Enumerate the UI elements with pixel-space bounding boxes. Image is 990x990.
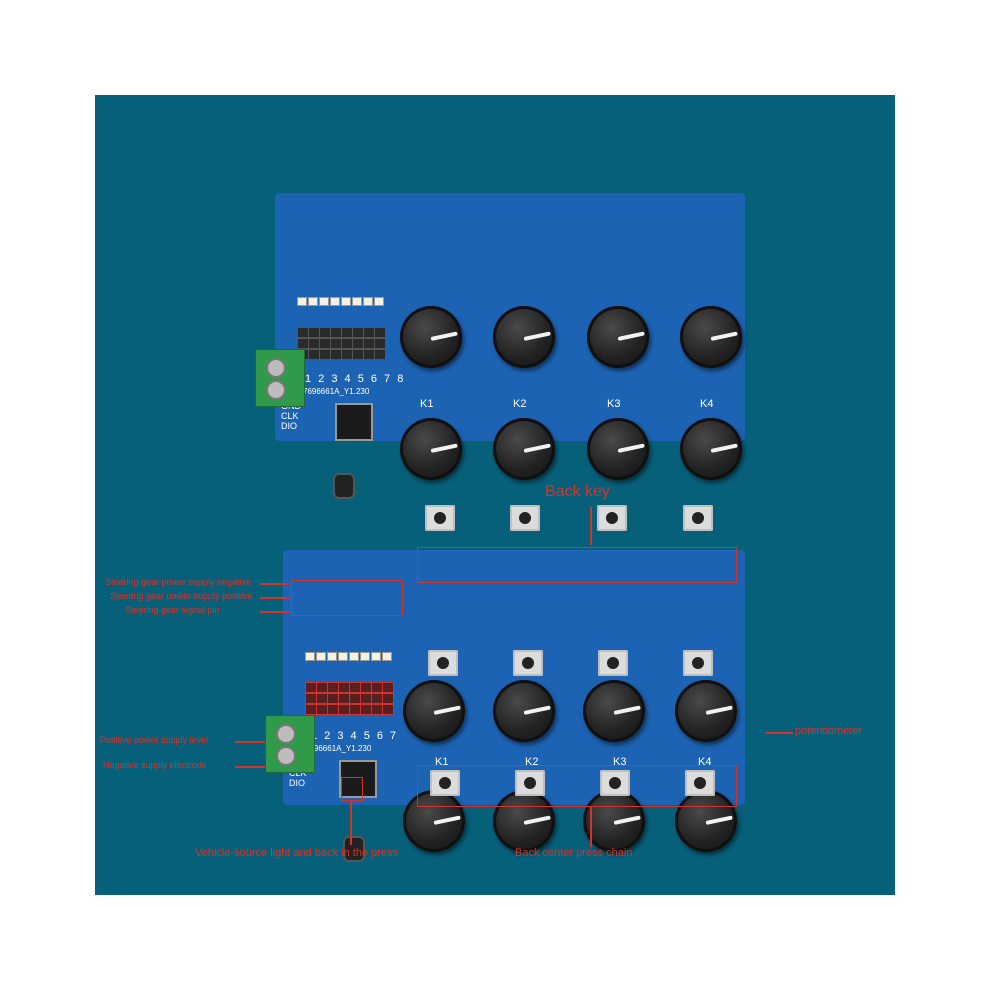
bottom-knob-k8[interactable]	[675, 790, 737, 852]
pin-led	[305, 652, 315, 661]
bottom-knob-k5[interactable]	[403, 790, 465, 852]
top-knob-k6[interactable]	[493, 418, 555, 480]
header-positive-label: Steering gear power supply positive	[110, 591, 253, 601]
top-knob-label-2: K2	[513, 398, 527, 410]
pin-led	[374, 297, 384, 306]
top-digit-row: 1 2 3 4 5 6 7 8	[305, 373, 406, 385]
bottom-power-terminal	[265, 715, 315, 773]
center-chain-box	[417, 765, 737, 807]
terminal-negative-arrow	[235, 766, 265, 768]
servo-header-pin	[374, 349, 386, 360]
bottom-knob-k4[interactable]	[675, 680, 737, 742]
terminal-positive-label: Positive power supply level	[100, 735, 209, 745]
top-pcb-board: 1 2 3 4 5 6 7 8 7696661A_Y1.230 TXGNDVCC…	[275, 193, 745, 531]
center-chain-label: Back center press chain	[515, 847, 633, 859]
back-key-label: Back key	[545, 483, 610, 500]
back-key-arrow	[590, 507, 592, 545]
top-knob-k8[interactable]	[680, 418, 742, 480]
servo-header-pin	[382, 704, 394, 715]
bottom-knob-k1[interactable]	[403, 680, 465, 742]
terminal-positive-arrow	[235, 741, 265, 743]
header-negative-arrow	[260, 583, 290, 585]
pin-led	[363, 297, 373, 306]
pin-led	[349, 652, 359, 661]
potentiometer-arrow	[765, 732, 793, 734]
top-power-terminal	[255, 349, 305, 407]
pin-led	[338, 652, 348, 661]
led-box	[341, 777, 363, 801]
bottom-back-key-3[interactable]	[598, 650, 628, 676]
pin-led	[341, 297, 351, 306]
back-key-box	[417, 547, 737, 583]
top-knob-k7[interactable]	[587, 418, 649, 480]
top-knob-label-1: K1	[420, 398, 434, 410]
bottom-center-button-4[interactable]	[685, 770, 715, 796]
top-knob-k3[interactable]	[587, 306, 649, 368]
top-button-3[interactable]	[597, 505, 627, 531]
header-positive-arrow	[260, 597, 290, 599]
pin-led	[327, 652, 337, 661]
top-capacitor	[333, 473, 355, 499]
terminal-negative-label: Negative supply electrode	[103, 760, 207, 770]
side-pin-label: CLK	[281, 411, 299, 421]
bottom-knob-k7[interactable]	[583, 790, 645, 852]
bottom-pcb-board: 1 2 3 4 5 6 7 7696661A_Y1.230 TXGNDVCCGN…	[283, 550, 745, 862]
servo-header-pin	[374, 338, 386, 349]
side-pin-label: DIO	[281, 421, 298, 431]
pin-led	[360, 652, 370, 661]
pin-led	[297, 297, 307, 306]
side-pin-label: DIO	[289, 778, 306, 788]
bottom-controller-chip	[339, 760, 377, 798]
top-button-4[interactable]	[683, 505, 713, 531]
servo-header-pin	[374, 327, 386, 338]
bottom-center-button-1[interactable]	[430, 770, 460, 796]
bottom-back-key-4[interactable]	[683, 650, 713, 676]
bottom-capacitor	[343, 836, 365, 862]
pin-led	[371, 652, 381, 661]
pin-led	[382, 652, 392, 661]
pin-led	[308, 297, 318, 306]
potentiometer-label: potentiometer	[795, 725, 863, 737]
top-button-1[interactable]	[425, 505, 455, 531]
pin-led	[319, 297, 329, 306]
header-box	[291, 580, 403, 616]
photo-panel: 1 2 3 4 5 6 7 8 7696661A_Y1.230 TXGNDVCC…	[95, 95, 895, 895]
bottom-knob-k2[interactable]	[493, 680, 555, 742]
bottom-digit-row: 1 2 3 4 5 6 7	[311, 730, 399, 742]
top-model-silk: 7696661A_Y1.230	[303, 387, 370, 396]
pin-led	[330, 297, 340, 306]
servo-header-pin	[382, 693, 394, 704]
bottom-knob-k6[interactable]	[493, 790, 555, 852]
bottom-knob-k3[interactable]	[583, 680, 645, 742]
pin-led	[316, 652, 326, 661]
top-knob-label-4: K4	[700, 398, 714, 410]
top-knob-label-3: K3	[607, 398, 621, 410]
center-chain-arrow	[590, 807, 592, 847]
bottom-center-button-2[interactable]	[515, 770, 545, 796]
bottom-back-key-2[interactable]	[513, 650, 543, 676]
bottom-back-key-1[interactable]	[428, 650, 458, 676]
top-knob-k4[interactable]	[680, 306, 742, 368]
led-arrow	[350, 801, 352, 845]
servo-header-pin	[382, 682, 394, 693]
header-signal-label: Steering gear signal pin	[125, 605, 220, 615]
top-button-2[interactable]	[510, 505, 540, 531]
header-signal-arrow	[260, 611, 290, 613]
top-knob-k5[interactable]	[400, 418, 462, 480]
bottom-center-button-3[interactable]	[600, 770, 630, 796]
top-controller-chip	[335, 403, 373, 441]
bottom-model-silk: 7696661A_Y1.230	[305, 744, 372, 753]
top-knob-k1[interactable]	[400, 306, 462, 368]
pin-led	[352, 297, 362, 306]
header-negative-label: Steering gear power supply negative	[105, 577, 252, 587]
top-knob-k2[interactable]	[493, 306, 555, 368]
side-pin-label: CLK	[289, 768, 307, 778]
led-caption: Vehicle-source light and back in the pre…	[195, 847, 399, 859]
